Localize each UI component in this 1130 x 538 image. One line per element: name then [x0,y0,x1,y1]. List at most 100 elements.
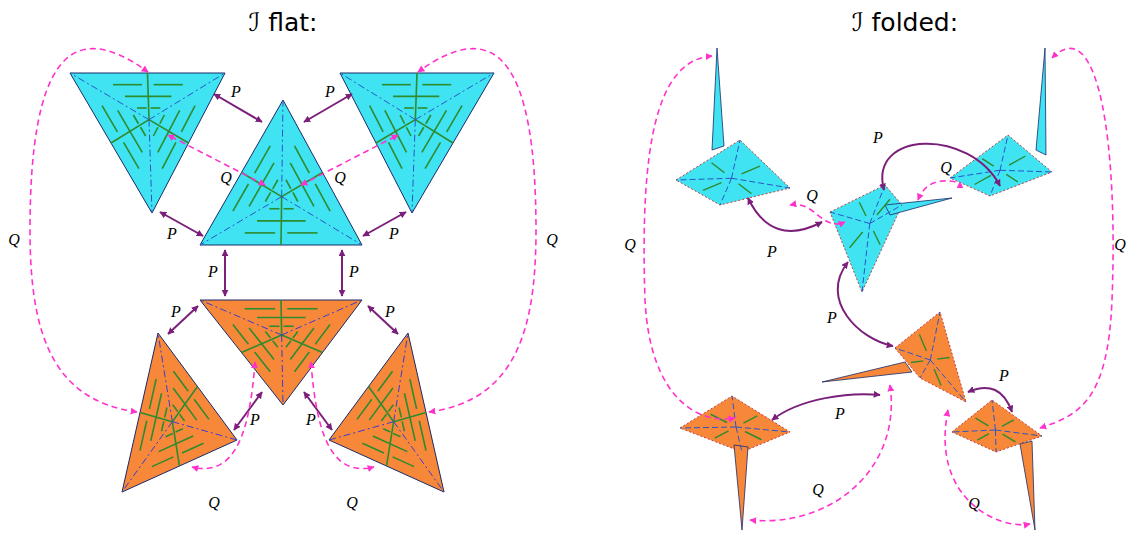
crease-line [159,436,194,452]
crease-line [158,110,180,152]
crease-line [715,431,729,438]
crease-line [284,208,294,210]
crease-line [269,208,279,210]
cyan-triangle [340,73,494,213]
crease-line [418,107,428,109]
crease-line [233,184,249,211]
crease-line [257,317,306,319]
orange-spike [1020,441,1035,530]
crease-line [977,434,989,441]
crease-line [172,387,197,422]
fold-line [720,178,732,205]
fold-line [732,396,736,427]
crease-line [255,352,271,372]
crease-line [388,405,393,412]
fold-line [282,100,283,197]
crease-line [404,107,414,109]
p-arrow [234,392,262,430]
crease-line [255,146,271,173]
q-arrow [945,410,1030,525]
crease-line [393,433,400,436]
orange-spike [734,445,748,530]
arrow-label: Q [8,232,20,248]
crease-line [166,433,173,436]
crease-line [873,231,880,245]
crease-line [315,184,330,211]
arrow-label: Q [220,170,232,186]
crease-line [934,369,941,386]
crease-line [745,432,762,440]
arrow-label: P [767,244,777,260]
q-arrow [192,362,255,469]
crease-line [137,107,147,109]
orange-triangle [329,333,444,492]
arrow-label: Q [940,160,952,176]
fold-line [732,178,791,188]
q-arrow [644,56,735,419]
fold-line [736,427,790,432]
arrow-label: P [231,84,241,100]
fold-line [995,430,997,452]
crease-line [381,414,386,421]
crease-line [1006,174,1018,182]
crease-line [245,232,275,234]
crease-line [703,183,721,191]
arrow-label: P [250,412,260,428]
crease-line [245,308,275,310]
arrow-label: P [999,368,1009,384]
crease-details [70,73,1052,492]
fold-line [732,140,741,178]
crease-line [712,163,725,173]
crease-line [859,202,866,216]
q-arrow [750,385,891,521]
crease-line [295,146,310,173]
crease-line [357,399,372,419]
crease-line [149,379,156,409]
arrow-label: Q [334,170,346,186]
arrow-label: Q [346,495,358,511]
fold-line [1000,135,1008,170]
fold-line [680,427,736,428]
fold-line [895,348,930,360]
fold-line [282,335,283,405]
fold-line [329,422,394,440]
crease-line [194,399,209,419]
fold-line [149,120,152,213]
fold-line [394,333,408,422]
crease-line [290,328,314,360]
p-arrow [341,250,343,296]
fold-line [930,312,940,360]
crease-line [152,457,174,467]
fold-line [149,73,225,120]
crease-line [362,443,384,453]
fold-line [920,360,930,378]
p-arrow [838,262,893,346]
arrow-label: Q [546,232,558,248]
fold-line [172,422,237,440]
fold-line [394,422,444,492]
crease-line [315,325,330,345]
crease-line [151,107,161,109]
crease-line [393,457,415,467]
arrow-label: P [171,304,181,320]
crease-line [160,115,165,124]
crease-line [287,232,317,234]
q-arrow [1040,48,1113,428]
q-arrow [418,49,536,412]
arrow-label: Q [208,495,220,511]
crease-line [400,115,405,124]
arrow-label: Q [812,482,824,498]
p-arrow [224,250,226,296]
orange-triangle [122,333,237,492]
fold-line [996,430,1043,436]
crease-line [113,84,142,86]
fold-line [412,120,415,213]
crease-line [273,180,278,189]
crease-line [173,388,197,420]
arrow-label: P [389,226,399,242]
arrow-label: P [827,310,837,326]
fold-line [862,224,870,293]
orange-folded-shape [680,396,790,452]
panel-title: ℐ flat: [249,10,318,35]
